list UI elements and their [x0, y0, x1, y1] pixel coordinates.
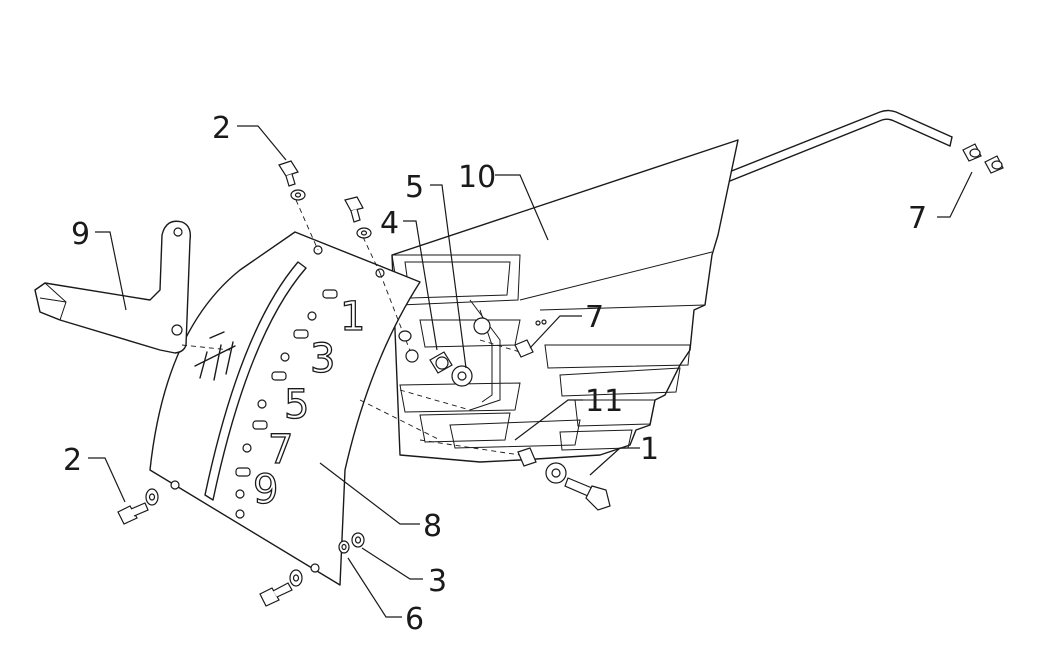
- bracket-plate-part-11: [391, 139, 739, 463]
- nut-part-4: [429, 351, 453, 374]
- shift-pattern-icon: [194, 331, 236, 381]
- bushing-part-7-right-a: [962, 143, 982, 162]
- bolt-bottom: [259, 569, 303, 607]
- callout-9: 9: [71, 217, 90, 252]
- callout-3: 3: [428, 564, 447, 599]
- gate-number-7: 7: [268, 427, 293, 473]
- bolt-part-1: [517, 447, 611, 511]
- gate-number-1: 1: [340, 294, 365, 340]
- callout-8: 8: [423, 509, 442, 544]
- callout-labels: 2 9 4 5 10 7 7 11 1 2 8 3 6: [63, 111, 927, 637]
- nut-part-3: [351, 532, 365, 548]
- gate-number-3: 3: [310, 336, 335, 382]
- callout-11: 11: [585, 384, 623, 419]
- gate-slot-marks: [235, 289, 338, 519]
- callout-leaders: [88, 125, 973, 618]
- nut-plate-top: [398, 330, 419, 363]
- assembly-guide-lines: [181, 199, 531, 456]
- angle-bracket-part-9: [34, 220, 192, 354]
- gate-number-9: 9: [253, 467, 278, 513]
- bushing-part-7-middle: [514, 339, 534, 358]
- bushing-part-7-right-b: [984, 155, 1004, 174]
- gate-number-5: 5: [284, 382, 309, 428]
- bushing-rod-end: [473, 317, 491, 335]
- callout-5: 5: [405, 170, 424, 205]
- washer-part-6: [338, 540, 350, 554]
- callout-4: 4: [380, 206, 399, 241]
- callout-7-middle: 7: [585, 300, 604, 335]
- callout-2-top: 2: [212, 111, 231, 146]
- callout-10: 10: [458, 160, 496, 195]
- bolt-top-left: [278, 160, 306, 201]
- spacer-part-5: [451, 365, 473, 387]
- callout-1: 1: [640, 432, 659, 467]
- callout-6: 6: [405, 602, 424, 637]
- bolt-top-middle: [344, 196, 372, 239]
- shift-gate-plate-part-8: 1 3 5 7 9: [149, 231, 421, 586]
- callout-2-lower: 2: [63, 443, 82, 478]
- callout-7-right: 7: [908, 201, 927, 236]
- bolt-lower-left: [117, 488, 159, 525]
